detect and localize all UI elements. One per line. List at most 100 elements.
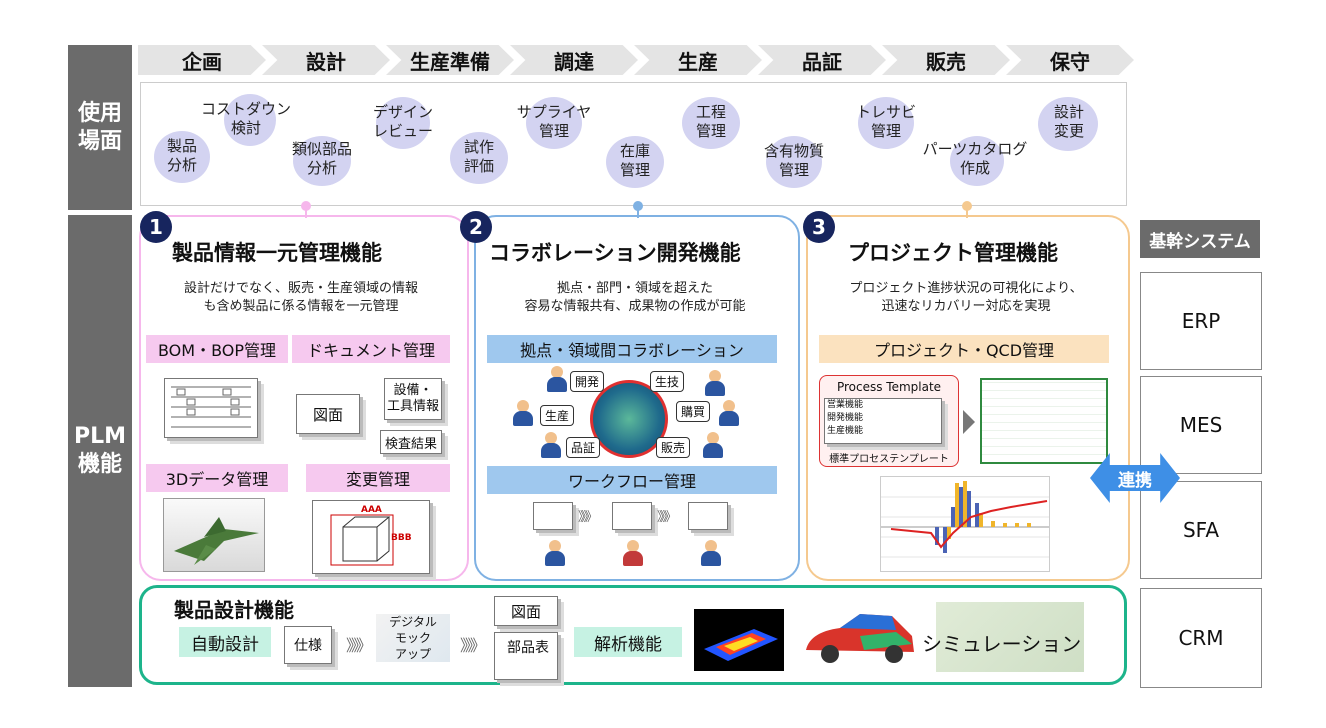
mockup-label: デジタル モック アップ [389,615,437,661]
template-sheet: 営業機能 開発機能 生産機能 [824,398,942,444]
workflow-person-1 [544,540,566,566]
scene-bubble-2: 類似部品 分析 [283,136,361,186]
scenes-side-text: 使用 場面 [77,100,122,154]
doc-equipment-label: 設備・ 工具情報 [386,383,439,414]
scene-bubble-5: サプライヤ 管理 [506,97,602,149]
design-drawing-doc: 図面 [494,596,558,626]
panel1-label-document: ドキュメント管理 [292,335,450,363]
bom-document-image [164,378,258,438]
role-tag-sales: 販売 [656,437,691,458]
panel-project [806,215,1130,581]
workflow-doc-2 [612,502,652,530]
panel3-title: プロジェクト管理機能 [848,241,1058,265]
stage-0: 企画 [138,45,266,75]
scene-label-1: コストダウン 検討 [200,100,291,137]
stage-7: 保守 [1006,45,1134,75]
stage-2: 生産準備 [386,45,514,75]
scene-label-8: 含有物質 管理 [763,142,824,179]
scene-label-3: デザイン レビュー [372,103,433,140]
design-title: 製品設計機能 [174,598,294,622]
product-design-panel [139,585,1127,685]
bom-tree-icon [171,386,251,428]
spec-label: 仕様 [294,638,322,654]
design-bom-label: 部品表 [507,640,549,656]
scene-bubble-6: 在庫 管理 [606,136,664,188]
scene-bubble-3: デザイン レビュー [366,97,440,149]
inspection-document: 検査結果 [380,430,442,454]
3d-model-image [163,498,265,572]
connector-2 [637,204,639,218]
person-icon-5 [540,432,562,458]
panel3-desc: プロジェクト進捗状況の可視化により、 迅速なリカバリー対応を実現 [849,281,1083,314]
design-bom-doc: 部品表 [494,632,558,680]
connector-dot-2 [633,201,643,211]
stage-1: 設計 [262,45,390,75]
panel2-number: 2 [460,211,492,243]
change-label-b: BBB [391,533,412,543]
digital-mockup: デジタル モック アップ [376,614,450,662]
mesh-heatmap-icon [704,629,778,661]
airplane-icon [174,517,259,565]
panel2-title: コラボレーション開発機能 [489,241,741,265]
role-tag-eng: 生技 [650,371,685,392]
person-icon-6 [702,432,724,458]
scene-label-6: 在庫 管理 [619,142,650,179]
workflow-person-3 [700,540,722,566]
panel1-number: 1 [140,211,172,243]
panel3-number: 3 [803,211,835,243]
connector-1 [305,204,307,218]
workflow-doc-1 [533,502,573,530]
template-title: Process Template [836,380,942,394]
scenes-side-label: 使用 場面 [68,45,132,210]
scene-label-2: 類似部品 分析 [291,140,352,177]
stage-4: 生産 [634,45,762,75]
simulation-label: シミュレーション [922,632,1082,656]
scene-label-11: 設計 変更 [1053,103,1084,140]
simulation-bg-image [936,602,1084,672]
stage-3: 調達 [510,45,638,75]
scene-label-7: 工程 管理 [695,103,726,140]
template-row-3: 生産機能 [827,426,864,436]
scene-bubble-0: 製品 分析 [154,131,210,183]
systems-header: 基幹システム [1140,220,1260,258]
qcd-chart [880,476,1050,572]
person-icon-2 [704,370,726,396]
change-drawing-image: AAA BBB [312,500,430,574]
arrow-right-icon [963,410,975,434]
qcd-chart-svg [881,481,1049,558]
panel-collaboration [474,215,800,581]
panel2-label-collab: 拠点・領域間コラボレーション [487,335,777,363]
connector-dot-3 [962,201,972,211]
connector-3 [966,204,968,218]
template-row-1: 営業機能 [827,400,864,410]
template-caption: 標準プロセステンプレート [829,454,949,465]
gantt-sheet-image [980,378,1108,464]
role-tag-dev: 開発 [570,371,605,392]
system-sfa: SFA [1140,481,1262,579]
analysis-mesh-image [694,609,784,671]
stage-5: 品証 [758,45,886,75]
panel1-label-change: 変更管理 [306,464,450,492]
system-mes: MES [1140,376,1262,474]
design-arrow-1: 》》》 [346,636,372,655]
change-label-a: AAA [361,505,382,515]
equipment-document: 設備・ 工具情報 [384,378,442,420]
template-row-2: 開発機能 [827,413,864,423]
role-tag-prod: 生産 [540,405,575,426]
panel1-label-bom: BOM・BOP管理 [146,335,288,363]
person-icon-3 [512,400,534,426]
stage-6: 販売 [882,45,1010,75]
scene-bubble-10: パーツカタログ 作成 [910,136,1040,186]
panel1-title: 製品情報一元管理機能 [172,241,382,265]
panel1-desc: 設計だけでなく、販売・生産領域の情報 も含め製品に係る情報を一元管理 [183,281,418,314]
scene-bubble-8: 含有物質 管理 [756,136,832,188]
person-icon-4 [718,400,740,426]
person-icon-1 [546,366,568,392]
workflow-arrow-2: 》》》 [657,510,677,525]
cube-drawing-icon [330,514,394,566]
design-auto-label: 自動設計 [179,627,271,657]
role-tag-qa: 品証 [566,437,601,458]
panel3-label-qcd: プロジェクト・QCD管理 [819,335,1109,363]
role-tag-purchase: 購買 [676,401,711,422]
scene-bubble-7: 工程 管理 [682,97,740,149]
